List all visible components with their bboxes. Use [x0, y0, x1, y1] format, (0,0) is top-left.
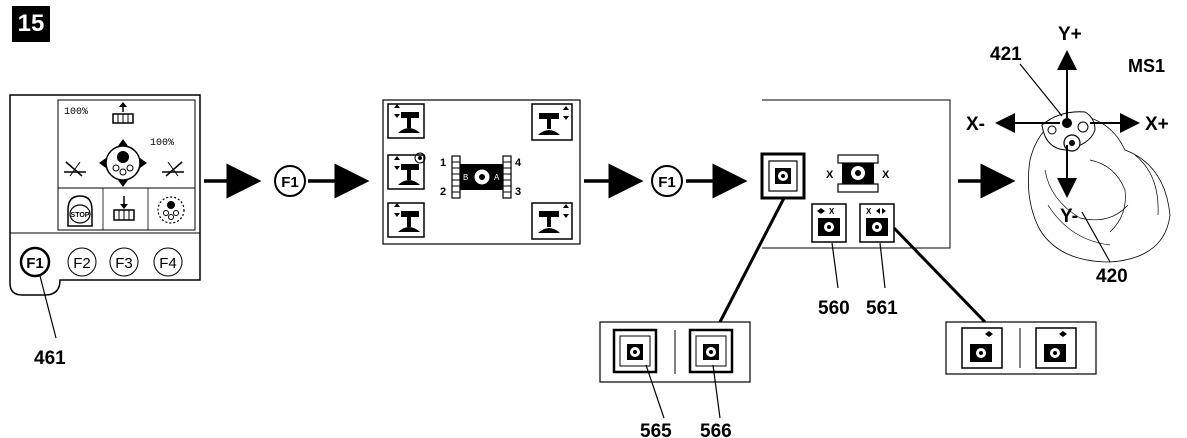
callout-line	[39, 275, 57, 339]
tracked-vehicle-icon	[451, 155, 512, 199]
axis-label-x-plus: X+	[1145, 114, 1169, 135]
function-key-f3[interactable]: F3	[109, 247, 139, 277]
f1-key-symbol: F1	[651, 165, 683, 197]
mode-tile-561[interactable]: X	[859, 203, 895, 243]
mode-tile-right-b[interactable]	[1035, 327, 1077, 369]
callout-565: 565	[640, 421, 672, 438]
function-key-label: F1	[26, 255, 44, 272]
joystick-ms1	[995, 50, 1171, 263]
percent-top: 100%	[64, 107, 88, 118]
svg-text:X: X	[866, 207, 872, 216]
track-tile-bottom-left[interactable]	[387, 202, 425, 238]
mode-x-left: X	[826, 169, 834, 181]
dial-mode-icon	[157, 196, 185, 224]
callout-421: 421	[990, 44, 1022, 65]
lift-up-icon	[112, 102, 134, 124]
axis-label-y-minus: Y-	[1060, 206, 1078, 227]
axis-label-y-plus: Y+	[1058, 24, 1082, 45]
control-panel: 100% 100%	[9, 94, 201, 369]
callout-461: 461	[34, 348, 66, 369]
track-number-3: 3	[515, 186, 521, 198]
track-tile-mid-left[interactable]	[387, 152, 426, 190]
callout-line	[712, 364, 721, 419]
callout-line	[1081, 211, 1111, 263]
mode-tile-selected[interactable]	[760, 152, 806, 200]
track-tile-top-left[interactable]	[387, 103, 425, 139]
vehicle-x-icon	[837, 154, 879, 193]
svg-text:X: X	[829, 207, 835, 216]
callout-561: 561	[866, 298, 898, 319]
callout-560: 560	[818, 298, 850, 319]
callout-line	[879, 242, 886, 289]
joystick-dial-icon	[99, 139, 147, 187]
track-screen: 1 2 3 4 B A	[382, 99, 581, 245]
mode-tile-560[interactable]: X	[811, 203, 847, 243]
svg-text:F1: F1	[658, 174, 676, 191]
function-key-f1[interactable]: F1	[19, 246, 51, 278]
function-key-f2[interactable]: F2	[67, 247, 97, 277]
mode-tile-right-a[interactable]	[961, 327, 1003, 369]
svg-text:F1: F1	[281, 174, 299, 191]
mode-tile-566[interactable]	[688, 328, 734, 374]
track-number-4: 4	[515, 157, 522, 169]
function-key-label: F3	[115, 255, 133, 272]
track-number-2: 2	[440, 186, 446, 198]
function-key-label: F2	[73, 255, 91, 272]
percent-right: 100%	[150, 138, 174, 149]
side-label-b: B	[463, 173, 468, 182]
tilt-right-icon	[162, 161, 184, 177]
joystick-button-421[interactable]	[1062, 118, 1072, 128]
detail-panel-left: 565 566	[599, 321, 751, 438]
mode-x-right: X	[882, 169, 890, 181]
callout-line	[831, 242, 839, 289]
callout-420: 420	[1096, 266, 1128, 287]
track-tile-bottom-right[interactable]	[531, 202, 573, 240]
joystick-model-label: MS1	[1128, 56, 1165, 76]
mode-tile-565[interactable]	[612, 328, 658, 374]
axis-label-x-minus: X-	[966, 114, 985, 135]
detail-leader-line	[892, 226, 987, 324]
detail-panel-right	[945, 321, 1097, 375]
detail-leader-line	[718, 197, 786, 323]
lift-down-icon	[113, 196, 135, 221]
function-key-label: F4	[159, 255, 177, 272]
function-key-f4[interactable]: F4	[153, 247, 183, 277]
f1-key-symbol: F1	[274, 165, 306, 197]
figure-number: 15	[12, 6, 50, 42]
callout-line	[645, 364, 665, 419]
callout-line	[1019, 63, 1063, 117]
mode-screen: X X X X 560 561	[760, 99, 951, 319]
callout-566: 566	[700, 421, 732, 438]
tilt-left-icon	[64, 161, 86, 177]
stop-button[interactable]: STOP	[67, 195, 93, 227]
track-tile-top-right[interactable]	[531, 103, 573, 141]
track-number-1: 1	[440, 157, 446, 169]
stop-label: STOP	[71, 212, 90, 219]
side-label-a: A	[494, 173, 500, 182]
